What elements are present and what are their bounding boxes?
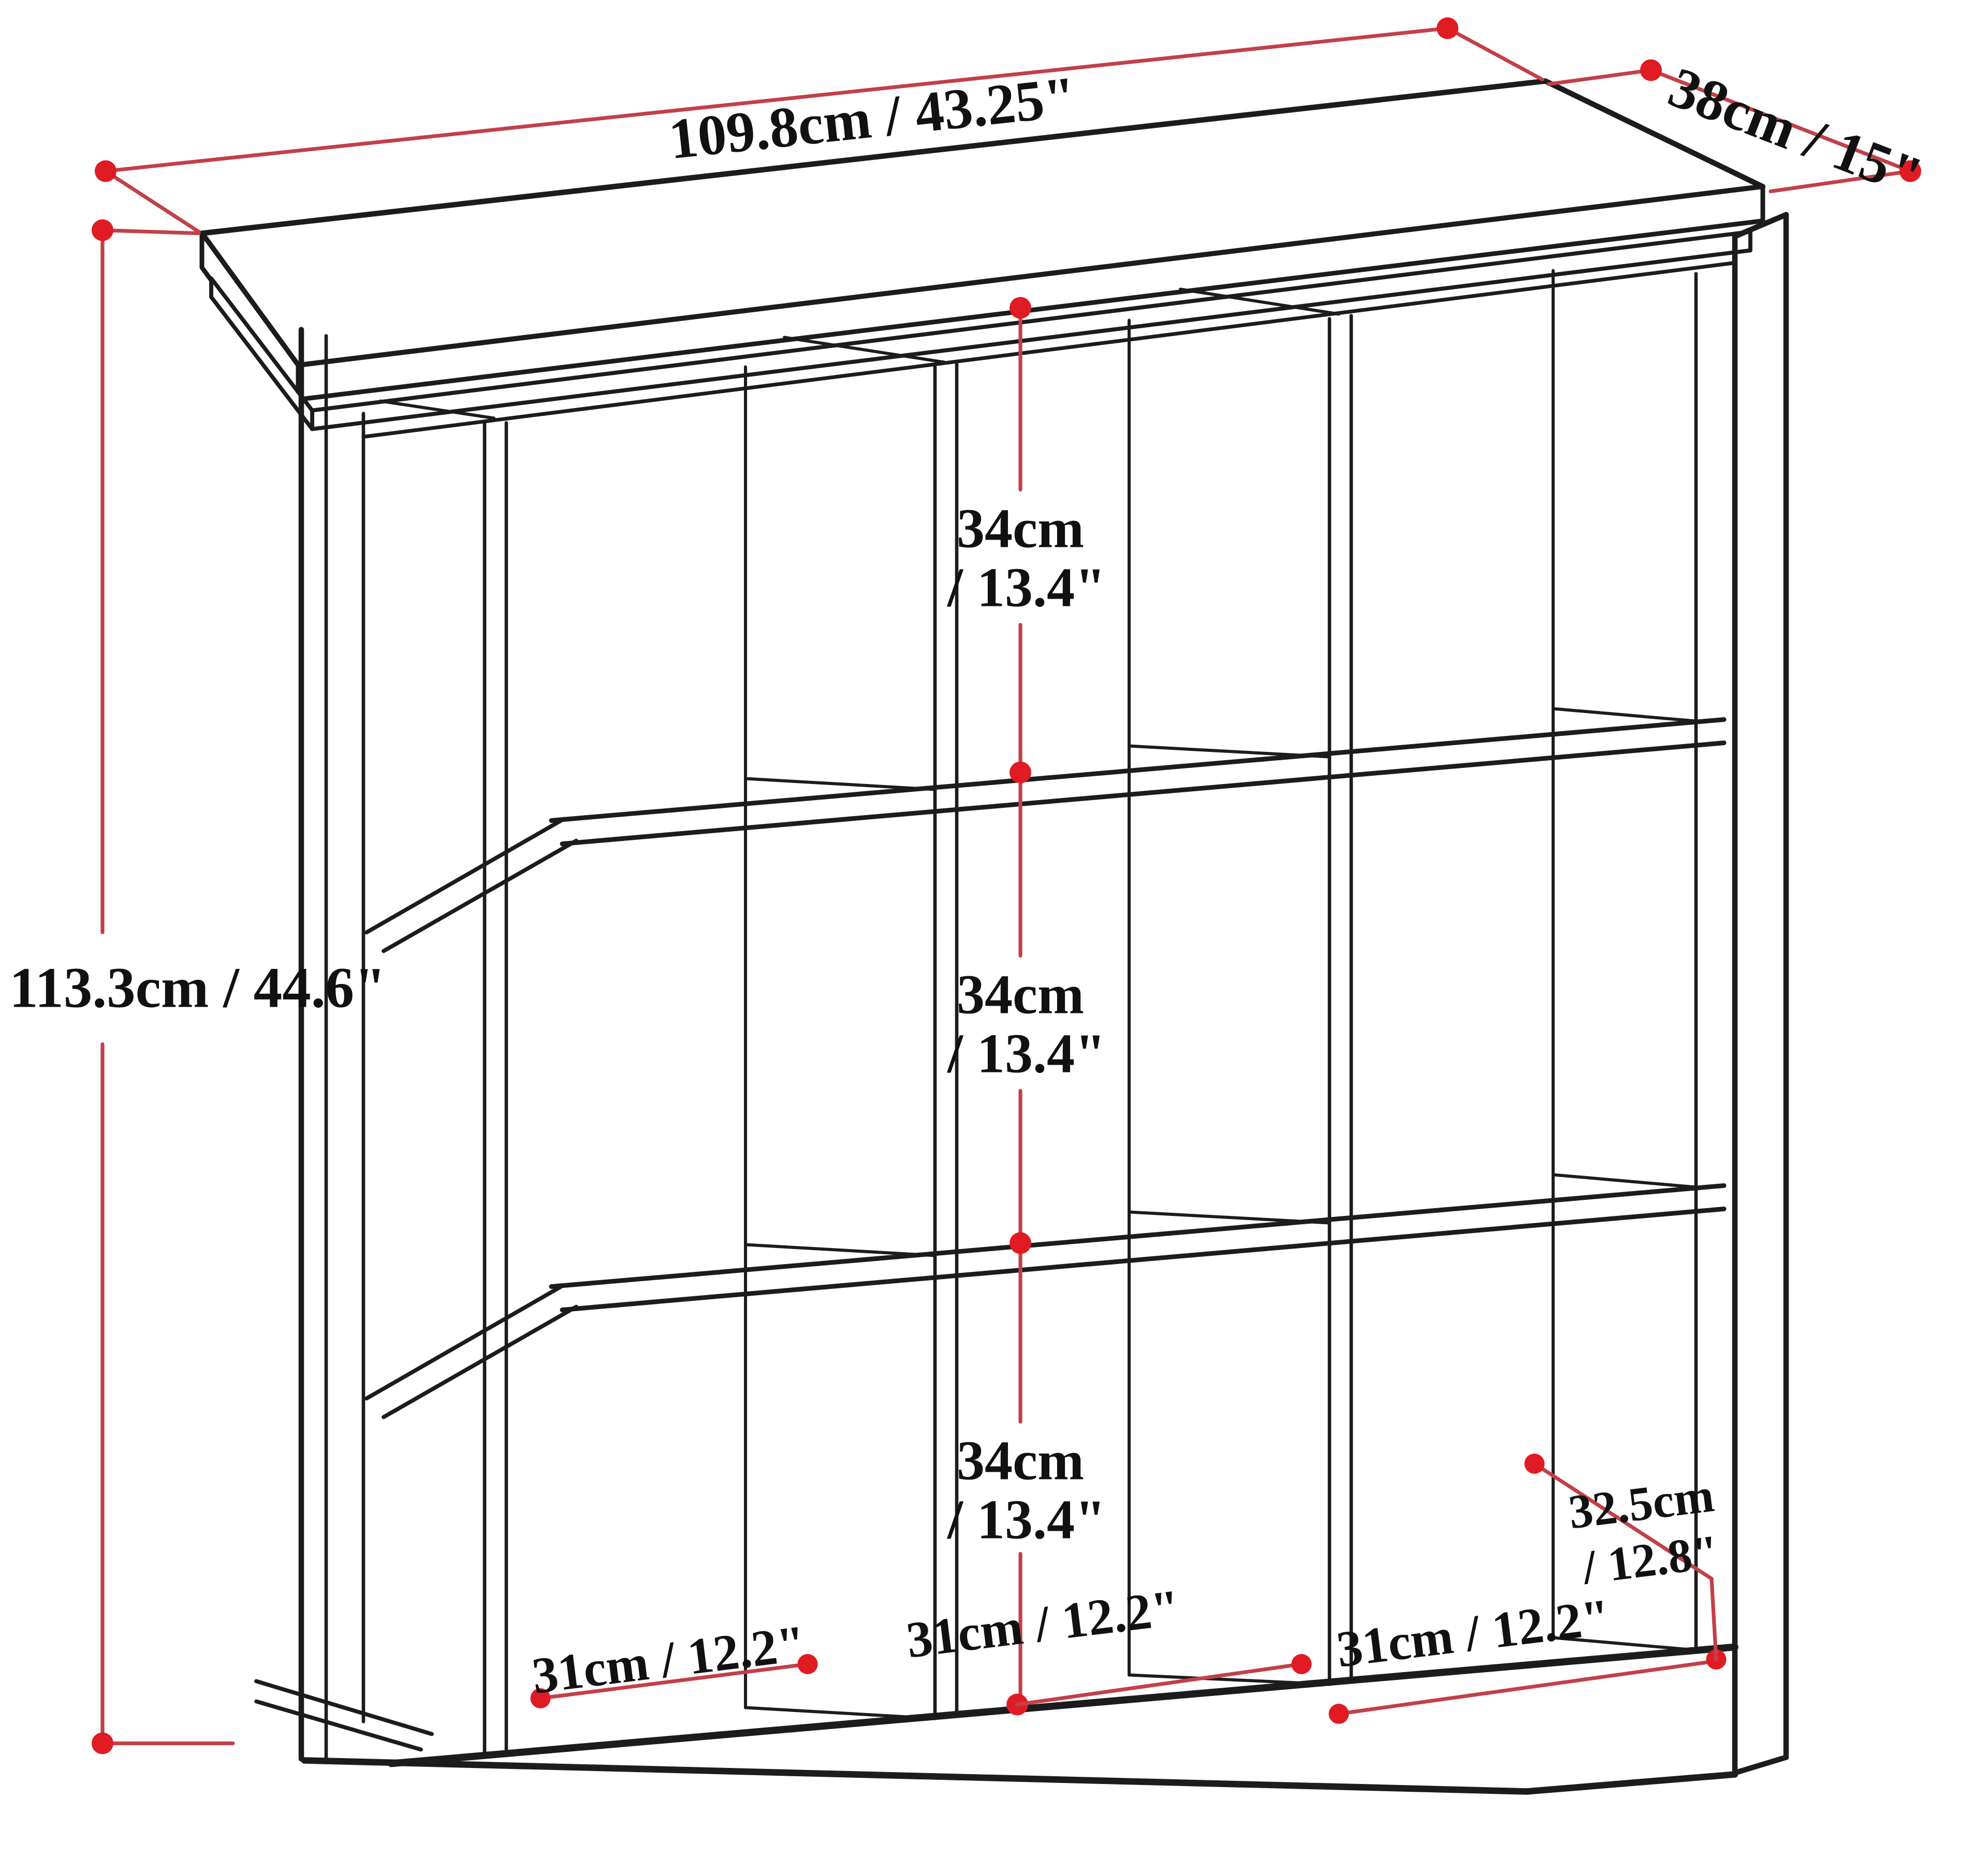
dimension-dot (1291, 1654, 1312, 1674)
dimension-overall-height: 113.3cm / 44.6" (9, 219, 386, 1754)
width-dimension-line (104, 26, 1450, 173)
floor-diagonal-r2c3 (1552, 1173, 1698, 1189)
top-molding-left (209, 276, 314, 431)
cube-depth-line (1532, 1461, 1718, 1662)
shelf-2-left-wedge-bottom (382, 1304, 578, 1419)
depth-dimension-line (1649, 68, 1912, 173)
shelf-2-front-bottom (560, 1207, 1727, 1312)
floor-diagonal-r2c1 (744, 1243, 937, 1257)
floor-diagonal-r1c1 (744, 777, 937, 791)
height-extension-top (100, 228, 201, 236)
dimension-dot (1010, 297, 1031, 319)
bottom-left-wedge-bottom (254, 1699, 423, 1752)
bookcase-top-slab (199, 78, 1766, 431)
cube-height-label-2-line1: 34cm (957, 964, 1084, 1026)
cube-width-label-1: 31cm / 12.2" (529, 1615, 809, 1705)
width-extension-left (104, 169, 201, 234)
dimension-dot (1524, 1454, 1545, 1474)
shelf-2-front-top (549, 1183, 1727, 1289)
right-side-top-edge (1732, 212, 1789, 239)
floor-diagonal-r2c2 (1128, 1210, 1331, 1225)
depth-extension-left (1546, 68, 1653, 86)
dimension-dot (92, 219, 113, 241)
dimension-dot (530, 1688, 551, 1708)
cube-width-label-2: 31cm / 12.2" (903, 1579, 1183, 1669)
bookcase-drawing (199, 78, 1789, 1795)
floor-diagonal-r3c2 (1128, 1673, 1331, 1686)
shelf-2-left-wedge-top (364, 1283, 566, 1401)
shelf-1-left-wedge-bottom (382, 838, 578, 953)
cube-height-label-3-line1: 34cm (957, 1430, 1084, 1492)
cube-width-line-3 (1337, 1659, 1718, 1716)
bottom-left-wedge-top (254, 1679, 434, 1736)
dimension-dot (95, 160, 116, 182)
dimension-cube-heights: 34cm / 13.4" 34cm / 13.4" 34cm / 13.4" (946, 297, 1106, 1716)
width-extension-right (1445, 26, 1544, 82)
overall-height-label: 113.3cm / 44.6" (9, 956, 386, 1020)
right-side-bottom-edge (1732, 1754, 1789, 1776)
cube-height-label-1-line1: 34cm (957, 498, 1084, 560)
top-rail-bottom-line (361, 260, 1737, 439)
cube-width-line-2 (1015, 1662, 1304, 1707)
dimension-dot (1328, 1704, 1349, 1724)
cube-height-label-1-line2: / 13.4" (946, 557, 1106, 619)
shelf-1-front-bottom (560, 741, 1727, 846)
floor-diagonal-r1c3 (1552, 707, 1698, 723)
cube-height-label-3-line2: / 13.4" (946, 1489, 1106, 1551)
bottom-shelf-front-edge (388, 1643, 1738, 1767)
divider-3-top-diagonal (1179, 287, 1340, 316)
cube-width-line-1 (538, 1662, 810, 1701)
dimension-dot (1899, 160, 1921, 182)
divider-1-top-diagonal (379, 399, 495, 420)
dimension-dot (1437, 17, 1458, 39)
dimension-dot (92, 1732, 113, 1754)
floor-diagonal-r3c3 (1552, 1636, 1698, 1652)
plinth-bottom-edge (301, 1757, 1738, 1795)
cube-interior-lines (379, 269, 1698, 1720)
floor-diagonal-r3c1 (744, 1706, 937, 1720)
cube-height-label-2-line2: / 13.4" (946, 1023, 1106, 1085)
dimension-dot (797, 1654, 818, 1674)
bookcase-body (298, 212, 1789, 1795)
dimension-dot (1010, 761, 1031, 784)
floor-diagonal-r1c2 (1128, 744, 1331, 759)
dimension-dot (1010, 1232, 1031, 1254)
shelf-1-left-wedge-top (364, 817, 566, 935)
shelf-1-front-top (549, 717, 1727, 823)
divider-2-top-diagonal (783, 336, 946, 364)
depth-extension-right (1768, 169, 1912, 194)
dimension-dot (1640, 59, 1662, 81)
